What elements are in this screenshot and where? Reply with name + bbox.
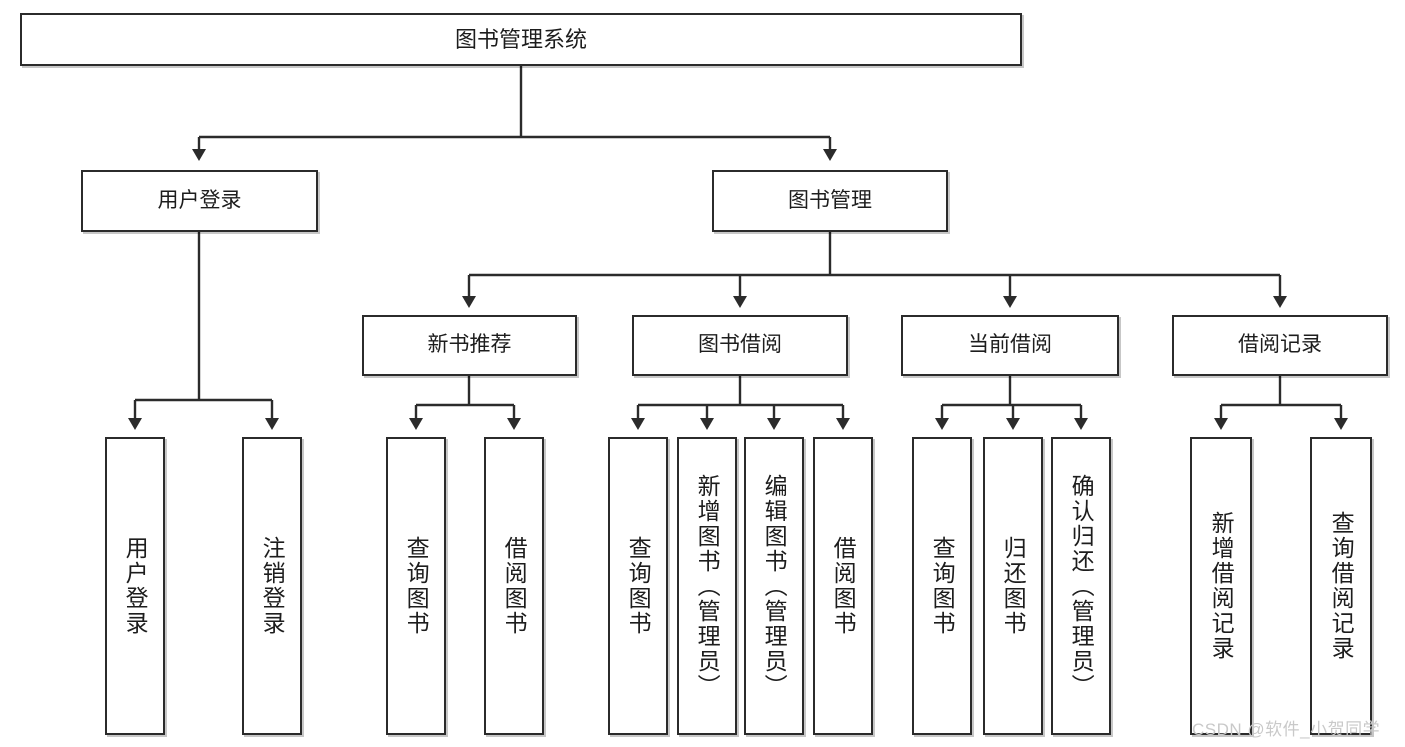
node-user-login-label: 用户登录 [157, 188, 242, 212]
node-book-borrow[interactable]: 图书借阅 [632, 315, 848, 376]
leaf-add-borrow-record-label: 新增借阅记录 [1208, 511, 1235, 661]
node-new-book-recommend-label: 新书推荐 [427, 333, 512, 357]
node-book-management-label: 图书管理 [788, 188, 872, 212]
leaf-query-book-newbook-label: 查询图书 [403, 536, 430, 636]
leaf-query-book-current[interactable]: 查询图书 [912, 437, 972, 735]
leaf-query-book-newbook[interactable]: 查询图书 [386, 437, 446, 735]
leaf-query-book-borrow[interactable]: 查询图书 [608, 437, 668, 735]
node-root[interactable]: 图书管理系统 [20, 13, 1022, 66]
node-book-borrow-label: 图书借阅 [698, 333, 782, 357]
leaf-borrow-book-newbook[interactable]: 借阅图书 [484, 437, 544, 735]
leaf-add-borrow-record[interactable]: 新增借阅记录 [1190, 437, 1252, 735]
leaf-edit-book-admin-label: 编辑图书（管理员） [761, 473, 788, 699]
leaf-query-book-current-label: 查询图书 [929, 536, 956, 636]
node-current-borrow[interactable]: 当前借阅 [901, 315, 1119, 376]
node-borrow-records[interactable]: 借阅记录 [1172, 315, 1388, 376]
node-user-login[interactable]: 用户登录 [81, 170, 318, 232]
leaf-return-book-label: 归还图书 [1000, 536, 1027, 636]
node-book-management[interactable]: 图书管理 [712, 170, 948, 232]
leaf-return-book[interactable]: 归还图书 [983, 437, 1043, 735]
leaf-add-book-admin[interactable]: 新增图书（管理员） [677, 437, 737, 735]
leaf-user-login-label: 用户登录 [122, 536, 149, 636]
leaf-query-book-borrow-label: 查询图书 [625, 536, 652, 636]
leaf-borrow-book[interactable]: 借阅图书 [813, 437, 873, 735]
leaf-borrow-book-label: 借阅图书 [830, 536, 857, 636]
leaf-confirm-return-admin-label: 确认归还（管理员） [1068, 473, 1095, 699]
node-root-label: 图书管理系统 [454, 26, 587, 52]
node-new-book-recommend[interactable]: 新书推荐 [362, 315, 577, 376]
leaf-logout[interactable]: 注销登录 [242, 437, 302, 735]
node-borrow-records-label: 借阅记录 [1238, 333, 1322, 357]
leaf-edit-book-admin[interactable]: 编辑图书（管理员） [744, 437, 804, 735]
node-current-borrow-label: 当前借阅 [968, 333, 1052, 357]
leaf-query-borrow-record[interactable]: 查询借阅记录 [1310, 437, 1372, 735]
leaf-user-login[interactable]: 用户登录 [105, 437, 165, 735]
leaf-add-book-admin-label: 新增图书（管理员） [694, 473, 721, 699]
leaf-query-borrow-record-label: 查询借阅记录 [1328, 511, 1355, 661]
leaf-borrow-book-newbook-label: 借阅图书 [501, 536, 528, 636]
leaf-confirm-return-admin[interactable]: 确认归还（管理员） [1051, 437, 1111, 735]
leaf-logout-label: 注销登录 [259, 536, 286, 636]
